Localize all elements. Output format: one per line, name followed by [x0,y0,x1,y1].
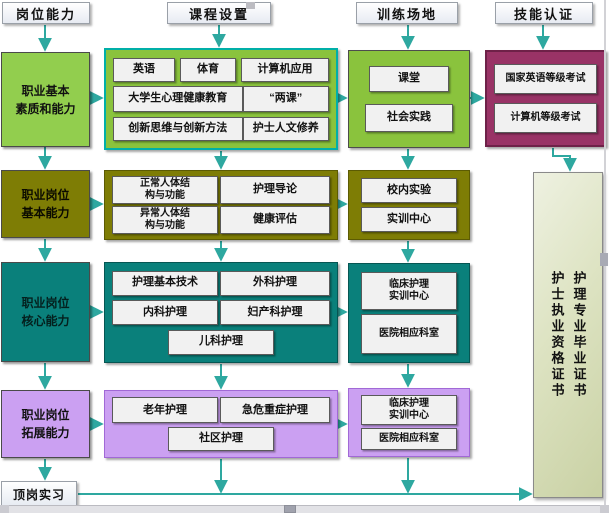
header-curriculum: 课程设置 [167,2,271,24]
header-training-site: 训练场地 [356,2,458,24]
course-health-assessment: 健康评估 [220,206,330,234]
nursing-diploma-text: 护理专业毕业证书 [571,271,587,399]
v-scrollbar-line[interactable] [604,0,606,505]
training-container-row3: 临床护理 实训中心 医院相应科室 [348,263,470,363]
ability-core-post: 职业岗位 核心能力 [1,262,90,362]
header-post-ability: 岗位能力 [2,2,90,24]
training-row: 课堂 [356,66,462,92]
cert-national-english-exam: 国家英语等级考试 [494,64,597,94]
cert-computer-level-exam: 计算机等级考试 [494,103,597,133]
course-row: 社区护理 [112,426,330,451]
course-innovation: 创新思维与创新方法 [113,116,243,141]
course-pe: 体育 [180,57,236,82]
v-scrollbar-thumb[interactable] [600,253,608,266]
training-row: 医院相应科室 [356,428,462,450]
training-row: 社会实践 [356,104,462,132]
course-community-nursing: 社区护理 [168,426,274,451]
certification-container: 国家英语等级考试 计算机等级考试 [485,50,606,147]
course-row: 大学生心理健康教育 “两课” [113,86,329,112]
training-campus-lab: 校内实验 [361,178,457,203]
course-row: 创新思维与创新方法 护士人文修养 [113,116,329,141]
course-two-courses: “两课” [242,86,329,112]
training-container-row2: 校内实验 实训中心 [348,170,470,240]
training-social-practice: 社会实践 [365,104,453,132]
course-abnormal-human-structure: 异常人体结 构与功能 [112,206,218,234]
course-surgical-nursing: 外科护理 [220,270,330,296]
training-row: 临床护理 实训中心 [356,395,462,425]
course-pediatric-nursing: 儿科护理 [168,329,274,355]
courses-container-row3: 护理基本技术 外科护理 内科护理 妇产科护理 儿科护理 [104,262,338,363]
connector-cert-to-diploma [552,148,577,172]
training-clinical-nursing-center: 临床护理 实训中心 [361,271,457,310]
training-classroom: 课堂 [369,66,449,92]
course-nurse-humanities: 护士人文修养 [242,116,329,141]
nurse-license-text: 护士执业资格证书 [549,271,565,399]
course-normal-human-structure: 正常人体结 构与功能 [112,176,218,204]
course-mental-health: 大学生心理健康教育 [113,86,243,112]
course-critical-care-nursing: 急危重症护理 [220,397,330,424]
h-scrollbar-right-cap[interactable] [600,505,609,513]
ability-basic-quality: 职业基本 素质和能力 [1,52,90,147]
training-row: 实训中心 [356,207,462,232]
course-row: 正常人体结 构与功能 护理导论 [112,176,330,204]
training-row: 医院相应科室 [356,314,462,355]
course-internal-medicine-nursing: 内科护理 [112,300,218,325]
training-practice-center: 实训中心 [361,207,457,232]
course-basic-nursing-skills: 护理基本技术 [112,270,218,296]
h-scrollbar-left-cap[interactable] [0,505,9,513]
course-row: 内科护理 妇产科护理 [112,300,330,325]
course-row: 异常人体结 构与功能 健康评估 [112,206,330,234]
courses-container-row2: 正常人体结 构与功能 护理导论 异常人体结 构与功能 健康评估 [104,170,338,240]
training-container-row1: 课堂 社会实践 [348,50,470,148]
ability-extended-post: 职业岗位 拓展能力 [1,390,90,458]
courses-container-row1: 英语 体育 计算机应用 大学生心理健康教育 “两课” 创新思维与创新方法 护士人… [104,48,338,150]
certification-row: 计算机等级考试 [494,103,597,133]
courses-container-row4: 老年护理 急危重症护理 社区护理 [104,390,338,458]
training-row: 校内实验 [356,178,462,203]
internship-box: 顶岗实习 [1,481,77,507]
course-computer-application: 计算机应用 [241,57,329,82]
ability-basic-post: 职业岗位 基本能力 [1,170,90,238]
h-scrollbar-track[interactable] [0,505,609,513]
course-row: 儿科护理 [112,329,330,355]
course-row: 英语 体育 计算机应用 [113,57,329,82]
training-hospital-departments: 医院相应科室 [361,428,457,450]
training-container-row4: 临床护理 实训中心 医院相应科室 [348,388,470,457]
training-clinical-nursing-center: 临床护理 实训中心 [361,395,457,425]
course-row: 护理基本技术 外科护理 [112,270,330,296]
diploma-certificate-box: 护士执业资格证书 护理专业毕业证书 [533,172,603,498]
training-hospital-departments: 医院相应科室 [361,314,457,355]
diploma-text-columns: 护士执业资格证书 护理专业毕业证书 [549,271,587,399]
course-geriatric-nursing: 老年护理 [112,397,218,424]
course-obstetrics-nursing: 妇产科护理 [220,300,330,325]
course-nursing-introduction: 护理导论 [220,176,330,204]
top-scroll-handle[interactable] [246,2,255,9]
training-row: 临床护理 实训中心 [356,271,462,310]
certification-row: 国家英语等级考试 [494,64,597,94]
h-scrollbar-thumb[interactable] [284,505,296,513]
course-row: 老年护理 急危重症护理 [112,397,330,424]
course-english: 英语 [113,57,175,82]
header-skill-certification: 技能认证 [495,2,593,24]
